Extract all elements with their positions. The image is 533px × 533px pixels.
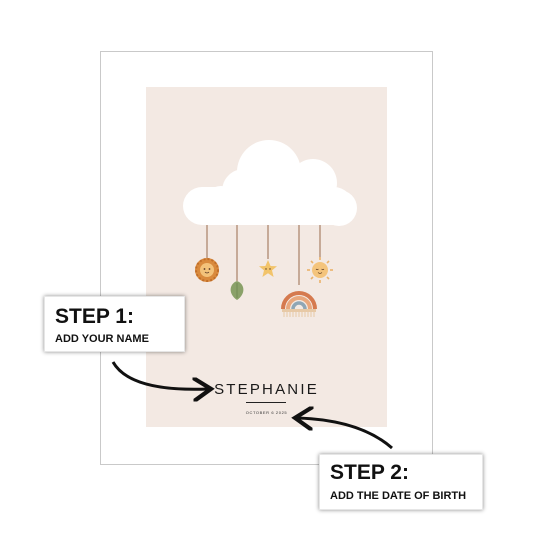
lion-icon (195, 258, 219, 282)
step-2-callout: STEP 2: ADD THE DATE OF BIRTH (319, 454, 483, 510)
sun-icon (307, 257, 333, 283)
arrow-icon (298, 418, 393, 450)
name-divider (246, 402, 286, 403)
poster-name: STEPHANIE (214, 381, 319, 398)
poster-date: OCTOBER 6 2025 (245, 410, 288, 415)
star-icon (259, 260, 277, 277)
rainbow-icon (281, 291, 317, 317)
step-1-title: STEP 1: (55, 305, 134, 328)
mobile-illustration (183, 140, 357, 317)
step-2-subtitle: ADD THE DATE OF BIRTH (330, 490, 467, 502)
arrow-icon (111, 361, 208, 389)
poster-artwork (146, 87, 387, 427)
step-2-title: STEP 2: (330, 461, 409, 484)
step-1-callout: STEP 1: ADD YOUR NAME (44, 296, 185, 352)
leaf-icon (230, 281, 244, 300)
cloud-icon (183, 140, 357, 226)
step-1-subtitle: ADD YOUR NAME (55, 333, 149, 345)
